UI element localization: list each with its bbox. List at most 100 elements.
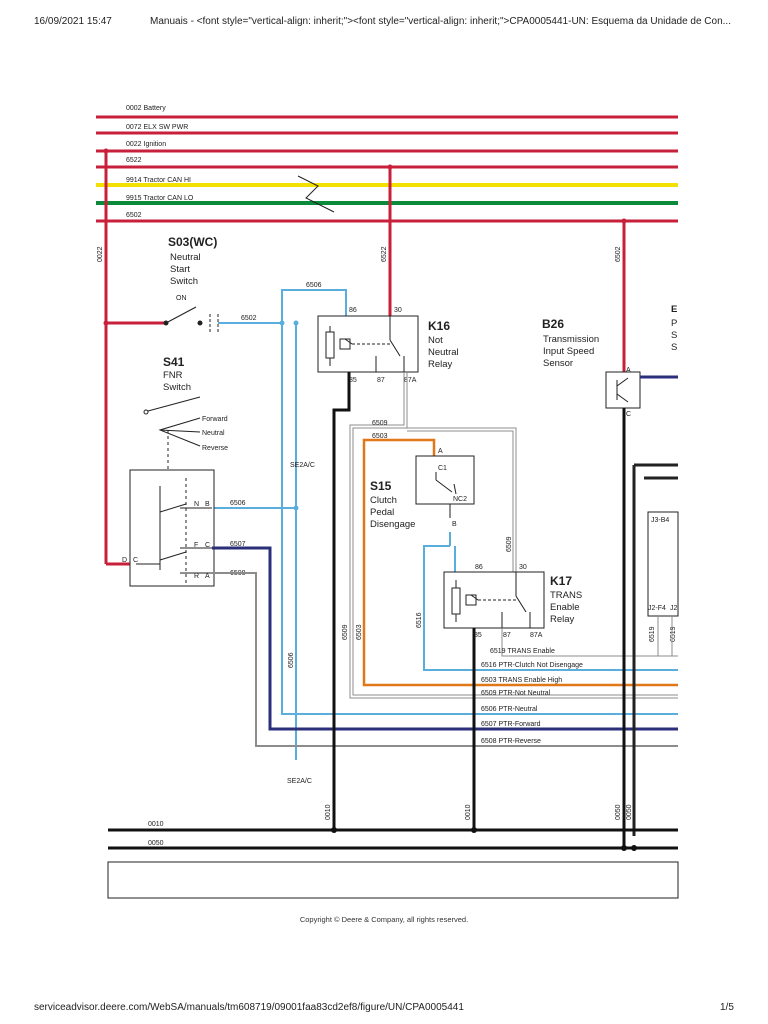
print-timestamp: 16/09/2021 15:47 <box>34 16 112 27</box>
s41-pin-f: F <box>194 542 198 549</box>
bus-lines <box>96 115 678 223</box>
title-block-box <box>107 861 679 899</box>
label-6506-top: 6506 <box>306 282 322 289</box>
k17-pin-87a: 87A <box>530 632 543 639</box>
label-0050-b: 0050 <box>626 804 633 820</box>
s15-pin-c1: C1 <box>438 465 447 472</box>
print-url: serviceadvisor.deere.com/WebSA/manuals/t… <box>34 1002 464 1013</box>
s15-desc-3: Disengage <box>370 519 415 530</box>
b26-desc-1: Transmission <box>543 334 599 345</box>
bus-label-ignition: 0022 Ignition <box>126 141 166 148</box>
s41-id: S41 <box>163 355 185 369</box>
print-title: Manuais - <font style="vertical-align: i… <box>150 16 731 27</box>
s15-switch-symbol <box>415 455 475 518</box>
bus-label-elx: 0072 ELX SW PWR <box>126 124 188 131</box>
k16-pin-86: 86 <box>349 307 357 314</box>
label-0010-a: 0010 <box>325 804 332 820</box>
wire-6506-to-k16-86 <box>281 289 347 323</box>
s41-pin-a: A <box>205 573 210 580</box>
s41-forward: Forward <box>202 416 228 423</box>
wire-6519 <box>501 628 678 657</box>
edge-label-s1: S <box>671 330 677 341</box>
edge-label-s2: S <box>671 342 677 353</box>
can-twist-mark <box>297 175 335 213</box>
k16-pin-87a: 87A <box>404 377 417 384</box>
bus-label-6522: 6522 <box>126 157 142 164</box>
harness-6516: 6516 PTR-Clutch Not Disengage <box>481 662 583 669</box>
s03-switch-symbol <box>163 306 219 332</box>
k16-desc-3: Relay <box>428 359 453 370</box>
wire-6509-outer <box>349 372 678 699</box>
wire-6516 <box>423 545 678 671</box>
label-6519-vertical: 6519 <box>649 626 656 642</box>
b26-pin-a: A <box>626 367 631 374</box>
label-s41-6507: 6507 <box>230 541 246 548</box>
s03-desc-3: Switch <box>170 276 198 287</box>
label-0050-horizontal: 0050 <box>148 840 164 847</box>
label-se2ac-bottom: SE2A/C <box>287 778 312 785</box>
ecu-partial <box>632 463 679 836</box>
harness-6503: 6503 TRANS Enable High <box>481 677 562 684</box>
label-6509: 6509 <box>372 420 388 427</box>
k17-pin-30: 30 <box>519 564 527 571</box>
k17-desc-1: TRANS <box>550 590 582 601</box>
s41-pin-b: B <box>205 501 210 508</box>
label-6509-vertical: 6509 <box>342 624 349 640</box>
harness-6509: 6509 PTR-Not Neutral <box>481 690 551 697</box>
print-page-number: 1/5 <box>720 1002 734 1013</box>
label-0050-a: 0050 <box>615 804 622 820</box>
s41-switch-symbol <box>129 396 215 587</box>
copyright-text: Copyright © Deere & Company, all rights … <box>300 915 468 924</box>
s15-id: S15 <box>370 479 392 493</box>
s41-pin-r: R <box>194 573 199 580</box>
label-0022-vertical: 0022 <box>97 246 104 262</box>
ecu-j3b4: J3-B4 <box>651 517 669 524</box>
k17-pin-85: 85 <box>474 632 482 639</box>
k16-desc-1: Not <box>428 335 443 346</box>
s41-pin-c2: C <box>133 557 138 564</box>
label-6519-vertical-b: 6519 <box>670 626 677 642</box>
label-6502-vertical: 6502 <box>615 246 622 262</box>
k17-desc-3: Relay <box>550 614 575 625</box>
k16-pin-30: 30 <box>394 307 402 314</box>
label-6502-mid: 6502 <box>241 315 257 322</box>
s15-pin-nc2: NC2 <box>453 496 467 503</box>
b26-sensor-symbol <box>605 371 641 409</box>
harness-6519: 6519 TRANS Enable <box>490 648 555 655</box>
k17-relay-symbol <box>443 571 545 629</box>
k17-desc-2: Enable <box>550 602 580 613</box>
b26-desc-3: Sensor <box>543 358 573 369</box>
k16-pin-85: 85 <box>349 377 357 384</box>
s15-pin-a: A <box>438 448 443 455</box>
wire-6508 <box>212 572 678 747</box>
s03-desc-2: Start <box>170 264 190 275</box>
label-6506-vertical: 6506 <box>288 652 295 668</box>
label-6516-vertical: 6516 <box>416 612 423 628</box>
k17-id: K17 <box>550 574 572 588</box>
k16-relay-symbol <box>317 315 419 373</box>
harness-6507: 6507 PTR-Forward <box>481 721 541 728</box>
bus-label-6502: 6502 <box>126 212 142 219</box>
label-6503-vertical: 6503 <box>356 624 363 640</box>
k17-pin-87: 87 <box>503 632 511 639</box>
s41-pin-c: C <box>205 542 210 549</box>
label-6503: 6503 <box>372 433 388 440</box>
s41-neutral: Neutral <box>202 430 225 437</box>
wire-6503 <box>362 438 678 687</box>
edge-label-p: P <box>671 318 677 329</box>
harness-6506: 6506 PTR-Neutral <box>481 706 538 713</box>
wire-6506-harness <box>281 323 678 715</box>
s15-pin-b: B <box>452 521 457 528</box>
s03-on-label: ON <box>176 295 187 302</box>
bus-label-can-lo: 9915 Tractor CAN LO <box>126 195 194 202</box>
label-6522-vertical: 6522 <box>381 246 388 262</box>
wire-6509-to-k17 <box>407 427 517 572</box>
edge-label-e: E <box>671 304 677 315</box>
s41-reverse: Reverse <box>202 445 228 452</box>
wire-6509-to-k17-b <box>407 430 514 572</box>
ecu-j2: J2 <box>670 605 678 612</box>
bus-label-can-hi: 9914 Tractor CAN HI <box>126 177 191 184</box>
label-0010-horizontal: 0010 <box>148 821 164 828</box>
wire-6509-inner <box>352 372 678 696</box>
s15-desc-1: Clutch <box>370 495 397 506</box>
